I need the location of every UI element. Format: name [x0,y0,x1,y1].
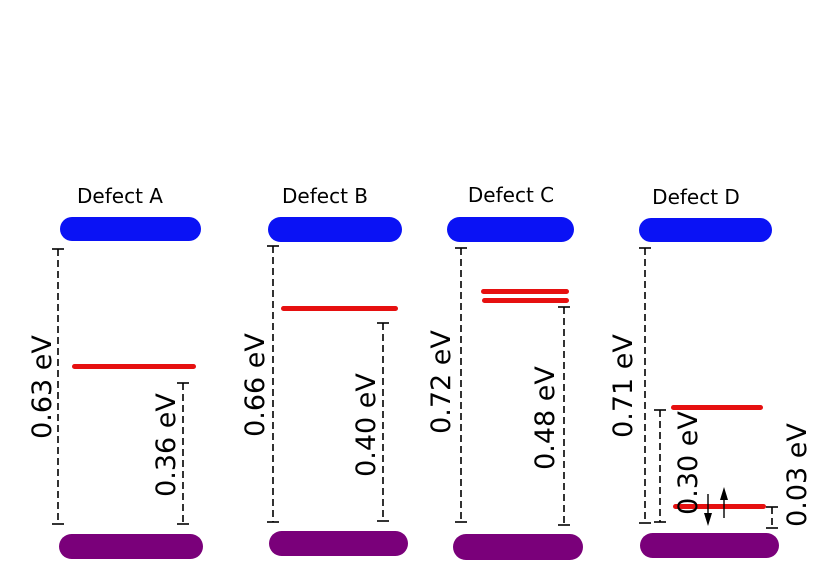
panel-title: Defect A [77,184,163,208]
band-gap-dimension [639,247,651,524]
valence-band [269,531,408,556]
defect-level [72,364,196,369]
spin-up-arrow-icon [720,487,728,518]
panel-title: Defect C [468,183,554,207]
band-gap-label: 0.63 eV [27,335,58,439]
level-dimension [377,322,389,522]
panel-defect-c: Defect C 0.72 eV 0.48 eV [426,183,583,560]
defect-level-upper [481,289,569,294]
band-gap-label: 0.72 eV [426,330,457,434]
band-gap-dimension [455,247,467,523]
panel-defect-b: Defect B 0.66 eV 0.40 eV [240,184,408,556]
conduction-band [60,217,201,241]
level-dimension [177,382,189,525]
defect-level [281,306,398,311]
band-gap-dimension [52,248,64,525]
defect-level-lower [673,504,766,509]
panel-title: Defect D [652,185,740,209]
defect-level-upper [671,405,763,410]
level-dimension [654,409,666,523]
conduction-band [447,217,574,242]
defect-level-lower [482,298,569,303]
level-dimension [558,306,570,526]
valence-band [640,533,779,558]
small-gap-label: 0.03 eV [782,423,813,527]
level-energy-label: 0.30 eV [673,411,704,515]
spin-down-arrow-icon [704,494,712,526]
panel-defect-a: Defect A 0.63 eV 0.36 eV [27,184,203,559]
valence-band [59,534,203,559]
panel-defect-d: Defect D 0.71 eV 0.30 eV 0.03 eV [608,185,813,558]
valence-band [453,534,583,560]
band-gap-label: 0.66 eV [240,333,271,437]
conduction-band [268,217,402,242]
panel-title: Defect B [282,184,368,208]
level-energy-label: 0.36 eV [151,393,182,497]
conduction-band [639,218,772,242]
band-gap-dimension [267,245,279,523]
small-gap-dimension [766,506,778,529]
level-energy-label: 0.40 eV [351,373,382,477]
level-energy-label: 0.48 eV [530,366,561,470]
band-gap-label: 0.71 eV [608,334,639,438]
